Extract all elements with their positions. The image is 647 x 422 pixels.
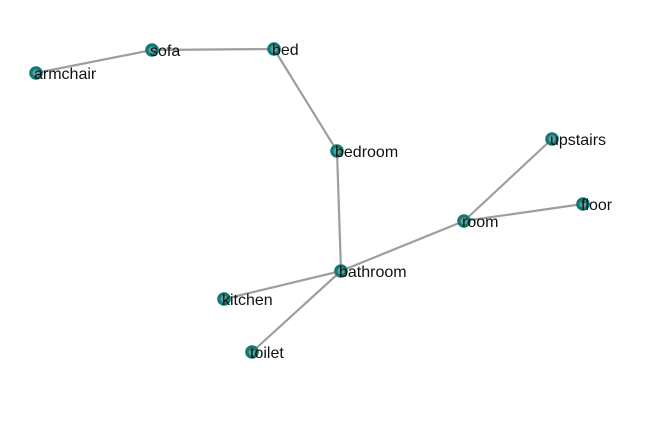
node-marker-toilet[interactable] [245,345,259,359]
node-room[interactable]: room [457,214,499,231]
node-label-floor: floor [581,197,613,214]
node-label-kitchen: kitchen [222,292,273,309]
node-label-armchair: armchair [34,66,97,83]
node-marker-armchair[interactable] [29,66,43,80]
node-armchair[interactable]: armchair [29,66,97,83]
node-upstairs[interactable]: upstairs [545,132,606,149]
edge-bed-bedroom [272,47,339,153]
node-label-bed: bed [272,42,299,59]
node-label-sofa: sofa [150,43,180,60]
node-bathroom[interactable]: bathroom [334,264,407,281]
edge-armchair-sofa [34,48,154,75]
edge-bedroom-bathroom [335,149,343,273]
node-toilet[interactable]: toilet [245,345,285,362]
node-marker-kitchen[interactable] [217,292,231,306]
edge-room-upstairs [462,137,554,223]
node-label-upstairs: upstairs [550,132,606,149]
node-marker-bed[interactable] [267,42,281,56]
node-floor[interactable]: floor [576,197,613,214]
node-label-bathroom: bathroom [339,264,407,281]
node-marker-sofa[interactable] [145,43,159,57]
node-bed[interactable]: bed [267,42,299,59]
edge-sofa-bed [150,47,276,52]
node-marker-upstairs[interactable] [545,132,559,146]
edge-room-floor [462,202,585,223]
node-bedroom[interactable]: bedroom [330,144,398,161]
node-marker-floor[interactable] [576,197,590,211]
node-label-toilet: toilet [250,345,284,362]
edge-bathroom-toilet [250,269,343,354]
node-marker-room[interactable] [457,214,471,228]
node-marker-bathroom[interactable] [334,264,348,278]
node-label-bedroom: bedroom [335,144,398,161]
graph-nodes: armchair sofa bed bedroom upstairs floor room b… [29,42,613,362]
edge-bathroom-room [339,219,466,273]
node-sofa[interactable]: sofa [145,43,181,60]
edge-bathroom-kitchen [222,269,343,301]
graph-edges [34,47,585,354]
node-label-room: room [462,214,498,231]
node-marker-bedroom[interactable] [330,144,344,158]
node-kitchen[interactable]: kitchen [217,292,273,309]
